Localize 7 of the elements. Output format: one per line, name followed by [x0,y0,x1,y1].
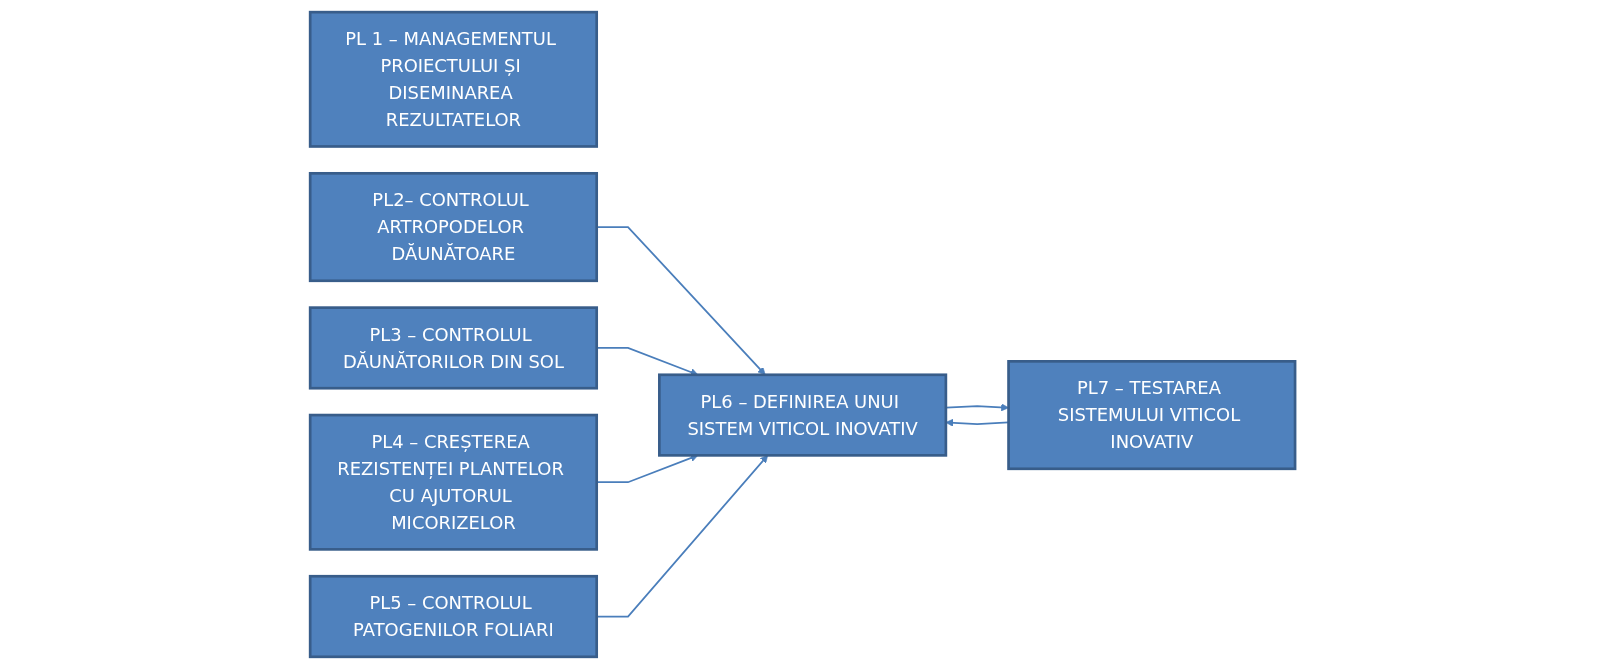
node-box: PL5 – CONTROLUL PATOGENILOR FOLIARI [309,574,599,659]
node-box: PL4 – CREȘTEREA REZISTENȚEI PLANTELOR CU AJUTORUL MICORIZELOR [309,413,599,551]
node-box: PL2– CONTROLUL ARTROPODELOR DĂUNĂTOARE [309,172,599,283]
node-box: PL6 – DEFINIREA UNUI SISTEM VITICOL INOVATIV [658,373,948,457]
node-box: PL7 – TESTAREA SISTEMULUI VITICOL INOVATIV [1007,360,1297,471]
node-box: PL 1 – MANAGEMENTUL PROIECTULUI ȘI DISEMINAREA REZULTATELOR [309,10,599,148]
node-box: PL3 – CONTROLUL DĂUNĂTORILOR DIN SOL [309,306,599,390]
